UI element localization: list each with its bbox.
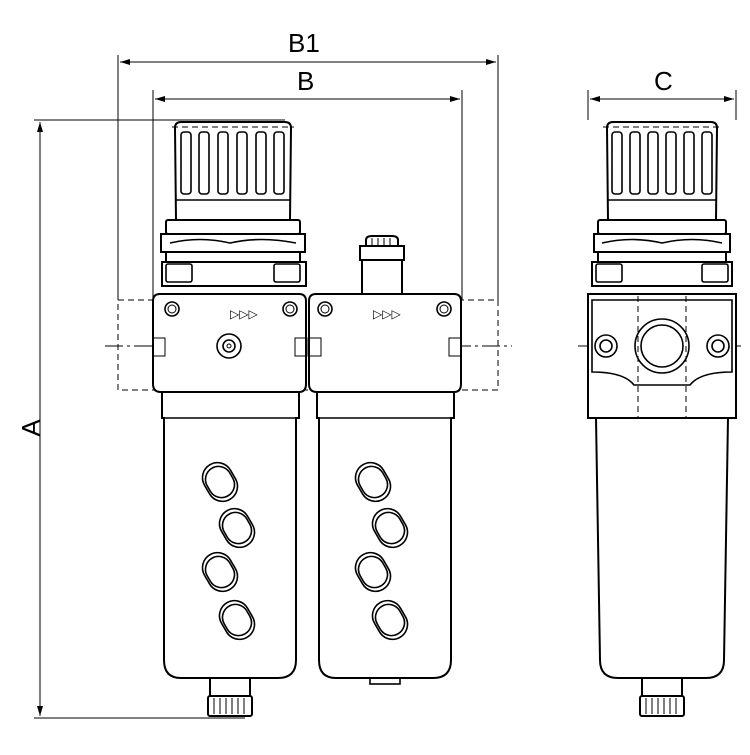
dimension-c: C — [587, 66, 737, 120]
regulator-head: ▷▷▷ — [152, 293, 308, 393]
lubricator-unit: ▷▷▷ — [308, 235, 462, 685]
c-label: C — [654, 66, 673, 96]
dimension-b1: B1 — [117, 28, 499, 300]
lubricator-head: ▷▷▷ — [308, 293, 462, 393]
oil-fill-plug — [359, 235, 405, 295]
side-nut — [591, 219, 733, 287]
regulator-drain — [207, 677, 253, 717]
lubricator-bowl — [316, 391, 455, 685]
b1-label: B1 — [288, 28, 320, 58]
regulator-nut — [160, 219, 307, 287]
dimension-b: B — [152, 66, 463, 300]
side-view-unit — [587, 121, 737, 717]
regulator-bowl — [161, 391, 300, 679]
side-knob — [603, 121, 721, 221]
side-drain — [639, 677, 685, 717]
side-bowl — [594, 417, 730, 679]
b-label: B — [297, 66, 314, 96]
dimension-a: A — [16, 119, 285, 719]
a-label: A — [16, 419, 46, 437]
regulator-unit: ▷▷▷ — [152, 121, 308, 717]
side-head — [587, 293, 737, 419]
regulator-knob — [172, 121, 294, 221]
flow-direction-arrows: ▷▷▷ — [230, 307, 258, 321]
flow-direction-arrows-2: ▷▷▷ — [373, 307, 401, 321]
